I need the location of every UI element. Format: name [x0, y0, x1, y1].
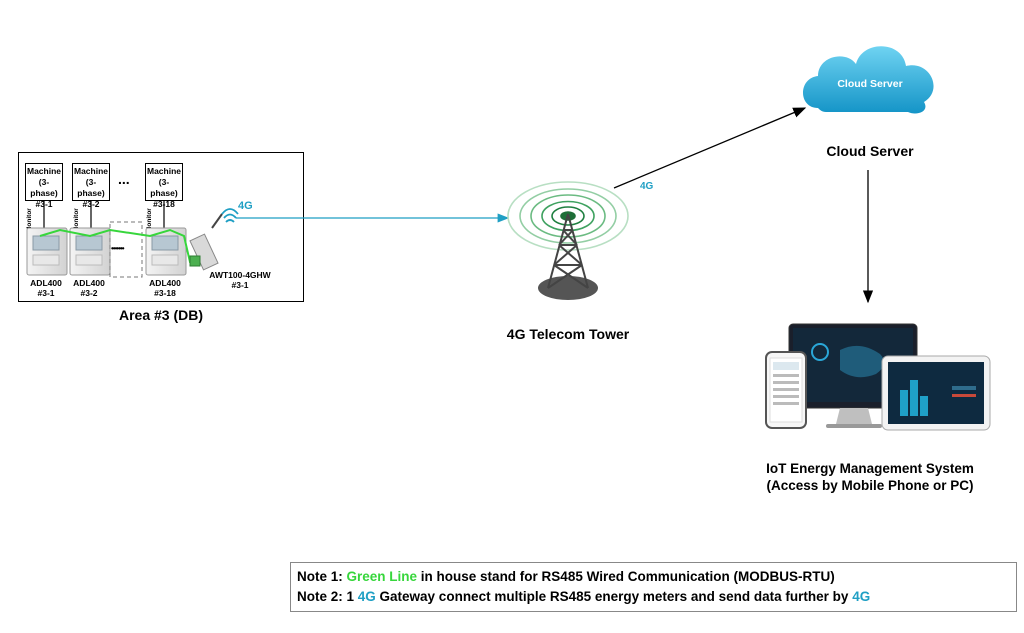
- tower-label: 4G Telecom Tower: [506, 326, 630, 342]
- machines-ellipsis: ...: [118, 171, 130, 187]
- machine-box: Machine (3-phase) #3-18: [145, 163, 183, 209]
- area-box: [18, 152, 304, 302]
- cloud-label: Cloud Server: [826, 143, 914, 159]
- area-title: Area #3 (DB): [118, 307, 204, 323]
- monitor-lines: [43, 201, 165, 228]
- note-2: Note 2: 1 4G Gateway connect multiple RS…: [297, 589, 871, 604]
- phone-device-icon: [765, 351, 807, 429]
- gateway-device: [189, 213, 223, 271]
- fourg-label: 4G: [238, 200, 253, 212]
- tablet-device-icon: [881, 355, 991, 431]
- wireless-icon: [221, 208, 239, 223]
- cloud-inner-label: Cloud Server: [837, 78, 903, 90]
- energy-meter: [145, 227, 187, 276]
- iot-label: IoT Energy Management System (Access by …: [766, 461, 974, 493]
- gateway-label: AWT100-4GHW #3-1: [209, 270, 271, 290]
- uplink-label: 4G: [640, 181, 654, 192]
- notes-box: Note 1: Green Line in house stand for RS…: [290, 562, 1017, 612]
- meters-dots: •••••••: [111, 244, 125, 253]
- uplink-arrow: [613, 107, 807, 189]
- energy-meter: [26, 227, 68, 276]
- meter-label: ADL400 #3-18: [149, 278, 181, 298]
- cloud-icon: [803, 46, 934, 114]
- meter-label: ADL400 #3-1: [30, 278, 62, 298]
- rs485-line: [39, 228, 200, 263]
- energy-meter: [69, 227, 111, 276]
- telecom-tower-icon: [507, 181, 629, 300]
- note-1: Note 1: Green Line in house stand for RS…: [297, 569, 835, 584]
- meters-placeholder: [109, 221, 143, 278]
- machine-box: Machine (3-phase) #3-1: [25, 163, 63, 209]
- meter-label: ADL400 #3-2: [73, 278, 105, 298]
